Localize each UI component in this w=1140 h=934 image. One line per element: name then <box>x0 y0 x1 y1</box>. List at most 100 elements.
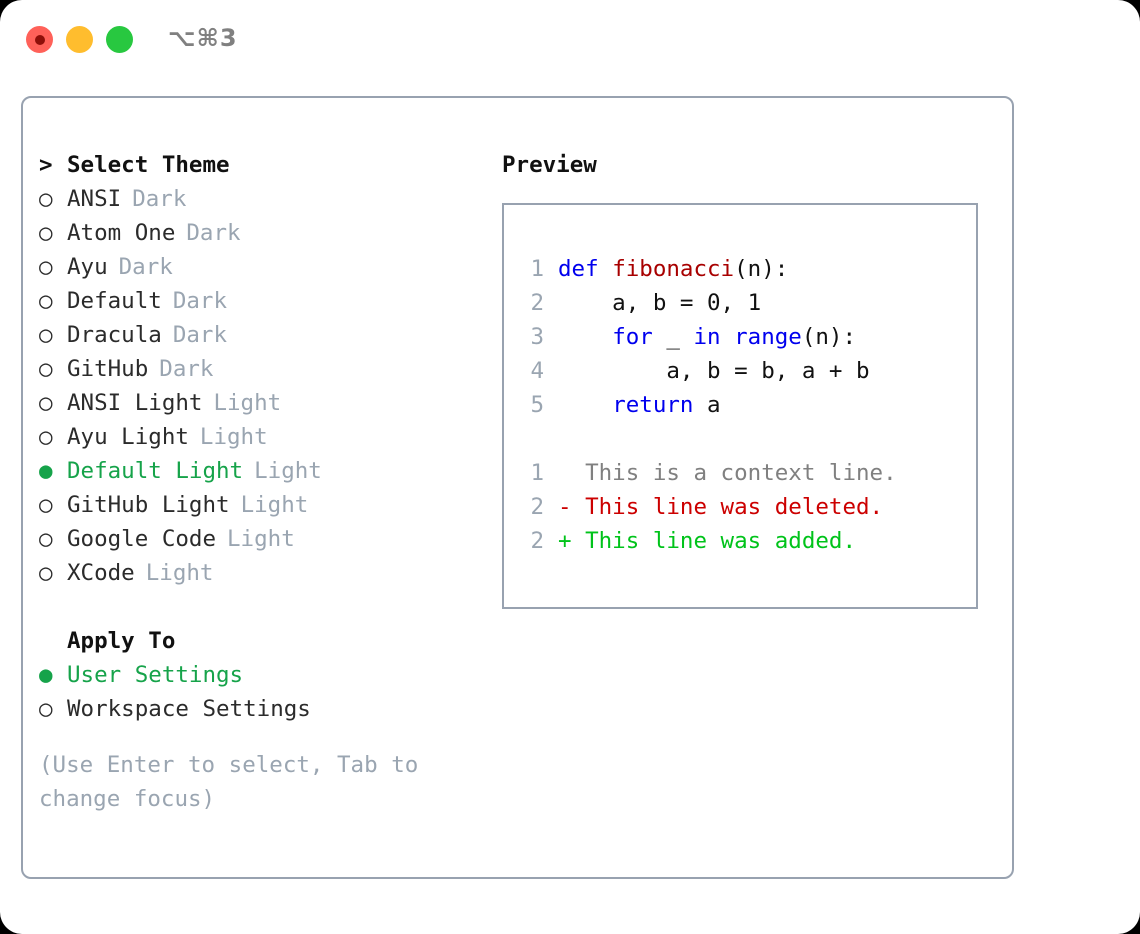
radio-unselected-icon: ○ <box>39 220 53 246</box>
theme-option-label: Ayu <box>67 254 108 280</box>
preview-title: Preview <box>502 152 597 178</box>
code-token-plain <box>558 392 612 418</box>
code-line-content: a, b = 0, 1 <box>558 286 761 320</box>
apply-to-options-list: ● User Settings ○ Workspace Settings <box>39 658 489 726</box>
radio-unselected-icon: ○ <box>39 322 53 348</box>
code-line-content: - This line was deleted. <box>558 490 883 524</box>
theme-variant-badge: Light <box>145 560 214 586</box>
caret-icon: > <box>39 152 53 178</box>
radio-unselected-icon: ○ <box>39 424 53 450</box>
theme-option-row[interactable]: ○ Dracula Dark <box>39 318 489 352</box>
theme-option-label: Dracula <box>67 322 162 348</box>
line-number: 4 <box>530 358 544 384</box>
code-line: 5 return a <box>514 388 897 422</box>
radio-unselected-icon: ○ <box>39 356 53 382</box>
line-number: 2 <box>530 528 544 554</box>
close-button[interactable] <box>26 26 53 53</box>
theme-variant-badge: Dark <box>172 322 228 348</box>
line-number: 1 <box>530 460 544 486</box>
code-line: 4 a, b = b, a + b <box>514 354 897 388</box>
record-indicator-icon <box>34 34 45 45</box>
code-token-plain: (n): <box>801 324 857 350</box>
minimize-button[interactable] <box>66 26 93 53</box>
code-token-plain <box>721 324 735 350</box>
theme-option-label: Atom One <box>67 220 176 246</box>
code-token-kw: in <box>693 324 721 350</box>
theme-option-row[interactable]: ○ ANSI Dark <box>39 182 489 216</box>
theme-option-row[interactable]: ○ Atom One Dark <box>39 216 489 250</box>
radio-unselected-icon: ○ <box>39 288 53 314</box>
theme-option-label: Ayu Light <box>67 424 189 450</box>
radio-selected-icon: ● <box>39 662 53 688</box>
theme-variant-badge: Dark <box>186 220 241 246</box>
code-line-content: def fibonacci(n): <box>558 252 788 286</box>
code-line-content: for _ in range(n): <box>558 320 856 354</box>
maximize-button[interactable] <box>106 26 133 53</box>
radio-unselected-icon: ○ <box>39 492 53 518</box>
theme-option-label: Google Code <box>67 526 217 552</box>
theme-variant-badge: Light <box>227 526 295 552</box>
code-token-del: - This line was deleted. <box>558 494 884 520</box>
apply-to-option-label: User Settings <box>67 662 244 688</box>
apply-to-option-row[interactable]: ○ Workspace Settings <box>39 692 489 726</box>
code-token-kw: def <box>558 256 613 282</box>
theme-option-label: GitHub Light <box>67 492 230 518</box>
code-blank-line <box>514 422 897 456</box>
code-line: 2- This line was deleted. <box>514 490 897 524</box>
code-token-plain: a, b = b, a + b <box>558 358 870 384</box>
theme-variant-badge: Light <box>213 390 282 416</box>
theme-option-label: ANSI <box>67 186 122 212</box>
theme-variant-badge: Dark <box>159 356 214 382</box>
radio-unselected-icon: ○ <box>39 254 53 280</box>
code-token-fn: fibonacci <box>612 256 735 282</box>
radio-unselected-icon: ○ <box>39 526 53 552</box>
code-line-content: + This line was added. <box>558 524 856 558</box>
code-token-plain: a, b = 0, 1 <box>558 290 762 316</box>
code-line-content: This is a context line. <box>558 456 897 490</box>
theme-variant-badge: Dark <box>132 186 187 212</box>
select-theme-header: > Select Theme <box>39 148 489 182</box>
theme-option-row[interactable]: ○ GitHub Dark <box>39 352 489 386</box>
line-number: 1 <box>530 256 544 282</box>
theme-option-row[interactable]: ○ Google Code Light <box>39 522 489 556</box>
apply-to-label: Apply To <box>67 628 176 654</box>
code-token-kw: for <box>612 324 653 350</box>
code-token-kw: range <box>734 324 802 350</box>
apply-to-header: Apply To <box>39 624 489 658</box>
radio-unselected-icon: ○ <box>39 186 53 212</box>
theme-option-label: GitHub <box>67 356 149 382</box>
title-bar: ⌥⌘3 <box>0 0 1140 78</box>
code-line-content: a, b = b, a + b <box>558 354 870 388</box>
apply-to-marker-placeholder <box>39 624 67 658</box>
code-token-plain <box>558 324 612 350</box>
radio-unselected-icon: ○ <box>39 390 53 416</box>
code-line-content: return a <box>558 388 721 422</box>
apply-to-option-label: Workspace Settings <box>67 696 311 722</box>
code-token-kw: return <box>612 392 694 418</box>
list-spacer <box>39 590 489 624</box>
line-number: 5 <box>530 392 544 418</box>
code-line: 1 def fibonacci(n): <box>514 252 897 286</box>
code-line: 2 a, b = 0, 1 <box>514 286 897 320</box>
code-token-plain: (n): <box>734 256 789 282</box>
code-token-plain: a <box>693 392 721 418</box>
radio-unselected-icon: ○ <box>39 696 53 722</box>
code-line: 2 + This line was added. <box>514 524 897 558</box>
apply-to-option-row[interactable]: ● User Settings <box>39 658 489 692</box>
theme-option-row[interactable]: ○ GitHub Light Light <box>39 488 489 522</box>
theme-variant-badge: Light <box>240 492 309 518</box>
keyboard-shortcut-label: ⌥⌘3 <box>168 24 238 52</box>
code-token-add: + This line was added. <box>558 528 857 554</box>
line-number: 2 <box>530 290 544 316</box>
